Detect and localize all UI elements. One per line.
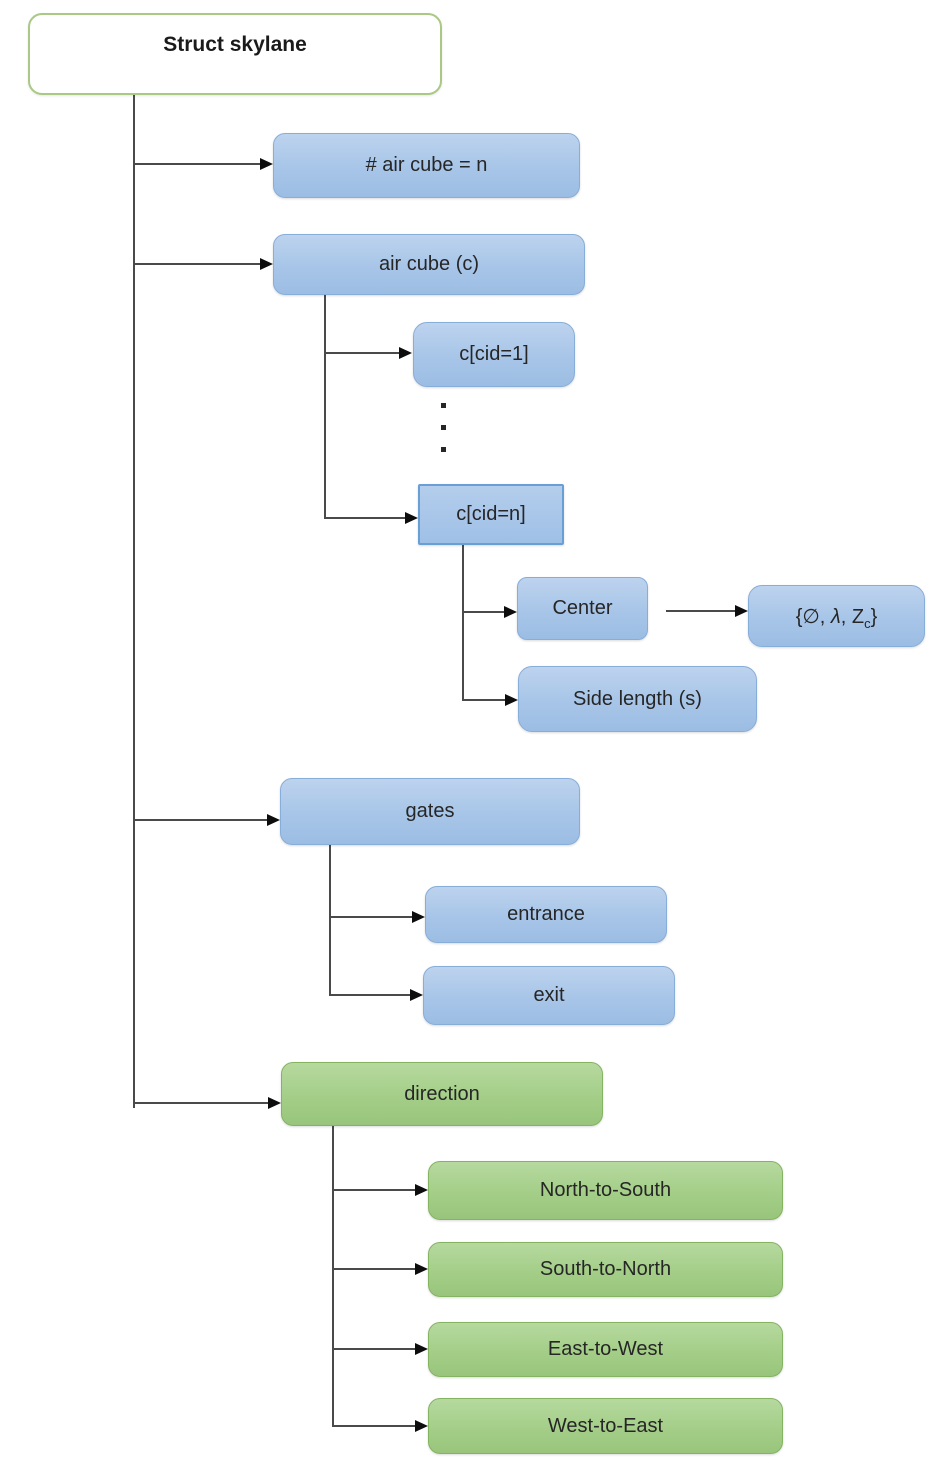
node-root: Struct skylane (28, 13, 442, 95)
arrowhead-icon (260, 158, 273, 170)
branch-line (324, 352, 399, 354)
branch-line (332, 1189, 415, 1191)
node-direction-west-to-east: West-to-East (428, 1398, 783, 1454)
direction-child-line (332, 1126, 334, 1427)
node-gates: gates (280, 778, 580, 845)
gates-child-line (329, 845, 331, 996)
branch-line (332, 1425, 415, 1427)
node-direction: direction (281, 1062, 603, 1126)
center-value-line (666, 610, 735, 612)
branch-line (329, 994, 410, 996)
branch-line (332, 1268, 415, 1270)
arrowhead-icon (268, 1097, 281, 1109)
arrowhead-icon (260, 258, 273, 270)
arrowhead-icon (504, 606, 517, 618)
branch-line (133, 1102, 268, 1104)
node-center: Center (517, 577, 648, 640)
trunk-line (133, 95, 135, 1108)
arrowhead-icon (412, 911, 425, 923)
node-exit: exit (423, 966, 675, 1025)
node-center-value: {∅, λ, Zc} (748, 585, 925, 647)
node-entrance: entrance (425, 886, 667, 943)
node-direction-south-to-north: South-to-North (428, 1242, 783, 1297)
air-cube-child-line (324, 295, 326, 519)
branch-line (332, 1348, 415, 1350)
node-cid-first: c[cid=1] (413, 322, 575, 387)
arrowhead-icon (415, 1343, 428, 1355)
branch-line (462, 611, 504, 613)
cid-n-child-line (462, 545, 464, 701)
arrowhead-icon (415, 1184, 428, 1196)
node-air-cube-count: # air cube = n (273, 133, 580, 198)
node-side-length: Side length (s) (518, 666, 757, 732)
branch-line (329, 916, 412, 918)
node-cid-n: c[cid=n] (418, 484, 564, 545)
vertical-ellipsis-icon (441, 403, 446, 452)
arrowhead-icon (415, 1263, 428, 1275)
branch-line (133, 263, 260, 265)
arrowhead-icon (267, 814, 280, 826)
node-air-cube: air cube (c) (273, 234, 585, 295)
node-direction-east-to-west: East-to-West (428, 1322, 783, 1377)
center-value-text: {∅, λ, Zc} (795, 605, 878, 631)
arrowhead-icon (505, 694, 518, 706)
arrowhead-icon (410, 989, 423, 1001)
node-direction-north-to-south: North-to-South (428, 1161, 783, 1220)
arrowhead-icon (735, 605, 748, 617)
branch-line (133, 163, 260, 165)
branch-line (133, 819, 267, 821)
branch-line (462, 699, 505, 701)
branch-line (324, 517, 405, 519)
arrowhead-icon (415, 1420, 428, 1432)
arrowhead-icon (405, 512, 418, 524)
arrowhead-icon (399, 347, 412, 359)
